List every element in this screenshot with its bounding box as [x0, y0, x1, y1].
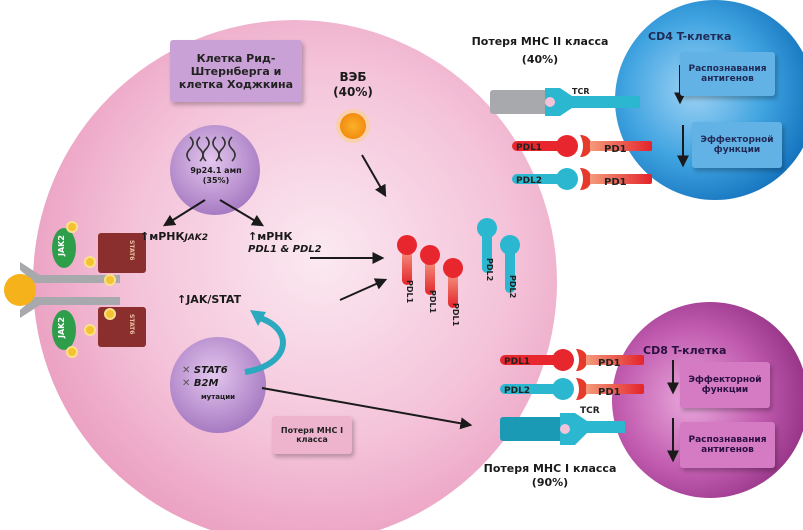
mutation-b2m: ✕ B2M	[182, 378, 254, 391]
cd4-step-antigen-box: Распознавания антигенов	[680, 52, 775, 96]
mhc1-loss-box: Потеря MHC I класса	[272, 416, 352, 454]
cd4-step2-line1: Эффекторной	[700, 135, 774, 145]
free-pdl1-label-3: PDL1	[451, 303, 460, 327]
hrs-title-line-3: клетка Ходжкина	[178, 77, 294, 91]
cd8-step2-line1: Распознавания	[688, 435, 767, 445]
ebv-percent: (40%)	[333, 85, 373, 99]
cd8-step1-line2: функции	[701, 385, 749, 395]
mhc1-box-line-2: класса	[296, 435, 328, 444]
cd8-title: CD8 T-клетка	[643, 344, 727, 357]
cd4-step1-line1: Распознавания	[688, 64, 767, 74]
cd8-pd1-label-2: PD1	[598, 387, 621, 398]
cd4-mhc-loss-group: Потеря MHC II класса (40%)	[460, 35, 620, 67]
cd8-step2-line2: антигенов	[701, 445, 754, 455]
jak2-top-label: JAK2	[57, 235, 66, 257]
free-pdl2-group	[477, 218, 520, 293]
free-pdl1-label-1: PDL1	[405, 280, 414, 304]
cd8-pdl2-label: PDL2	[504, 386, 530, 396]
arrow-to-pdl-mrna	[219, 199, 265, 227]
cd4-pd1-label-2: PD1	[604, 177, 627, 188]
hrs-title-line-2: Штернберга и	[190, 64, 282, 78]
cd8-step1-line1: Эффекторной	[688, 375, 762, 385]
amplification-percent: (35%)	[202, 176, 230, 185]
mutation-gene-1: STAT6	[193, 365, 228, 376]
cd8-tcr-label: TCR	[580, 406, 600, 416]
arrow-to-jak2-mrna	[162, 199, 206, 227]
cd8-step-antigen-box: Распознавания антигенов	[680, 422, 775, 468]
jak2-top-icon	[52, 228, 76, 268]
mrna-jak2-gene: JAK2	[184, 233, 209, 243]
cytokine-receptor	[4, 262, 120, 318]
dna-icon	[186, 136, 236, 162]
cross-icon-1: ✕	[182, 365, 191, 376]
hrs-cell	[33, 20, 557, 530]
cd4-step-effector-box: Эффекторной функции	[692, 122, 782, 168]
mrna-jak2-prefix: ↑мРНК	[140, 230, 185, 243]
cd4-pdl2-label: PDL2	[516, 176, 542, 186]
amplification-bubble	[170, 125, 260, 215]
amplification-label: 9p24.1 амп	[190, 166, 242, 175]
cross-icon-2: ✕	[182, 377, 191, 389]
cd4-step1-line2: антигенов	[701, 74, 754, 84]
ebv-virus-icon	[336, 109, 370, 143]
stat-top-label: STAT6	[128, 240, 135, 260]
jak-stat-label: ↑JAK/STAT	[177, 293, 242, 306]
free-pdl2-label-1: PDL2	[485, 258, 494, 281]
cd8-step-effector-box: Эффекторной функции	[680, 362, 770, 408]
cd4-tcr-complex	[490, 88, 640, 116]
cd4-pd1-label-1: PD1	[604, 144, 627, 155]
cd4-pdl1-label: PDL1	[516, 143, 542, 153]
ebv-label-group: ВЭБ (40%)	[325, 70, 381, 100]
cd4-tcr-label: TCR	[572, 87, 590, 96]
cd8-pdl1-pd1	[500, 349, 644, 371]
free-pdl2-label-2: PDL2	[508, 275, 517, 298]
mrna-jak2-label: ↑мРНКJAK2	[140, 230, 208, 244]
hrs-title-line-1: Клетка Рид-	[196, 51, 276, 65]
mrna-pdl-label: ↑мРНК PDL1 & PDL2	[248, 230, 322, 256]
arrow-jakstat-to-pdl	[339, 278, 388, 301]
mutations-label-group: ✕ STAT6 ✕ B2M мутации	[182, 365, 254, 402]
arrow-ebv-to-pdl	[361, 154, 387, 198]
mutation-stat6: ✕ STAT6	[182, 365, 254, 378]
jak2-bottom-label: JAK2	[57, 317, 66, 339]
jak2-bottom-icon	[52, 310, 76, 350]
free-pdl1-label-2: PDL1	[428, 290, 437, 314]
cd4-pdl2-pd1	[512, 168, 652, 190]
cd8-pd1-label-1: PD1	[598, 358, 621, 369]
curved-arrow-head	[250, 310, 266, 326]
mhc1-box-line-1: Потеря MHC I	[280, 426, 344, 435]
stat-top-box	[98, 233, 146, 273]
mutations-label: мутации	[200, 393, 236, 401]
amplification-label-group: 9p24.1 амп (35%)	[180, 166, 252, 186]
cd4-mhc-loss-percent: (40%)	[521, 52, 559, 66]
cd8-mhc-loss-label: Потеря MHC I класса	[483, 462, 617, 475]
free-pdl1-group	[397, 235, 463, 308]
cd8-mhc-loss-group: Потеря MHC I класса (90%)	[470, 462, 630, 490]
mrna-pdl-prefix: ↑мРНК	[248, 230, 293, 243]
cd4-pdl1-pd1	[512, 135, 652, 157]
stat-bottom-label: STAT6	[128, 314, 135, 334]
cd4-title: CD4 T-клетка	[648, 30, 732, 43]
curved-arrow-stat6	[244, 315, 286, 375]
arrow-to-mhc1-loss	[261, 387, 473, 430]
cd8-mhc-loss-percent: (90%)	[531, 475, 569, 489]
cd4-step2-line2: функции	[713, 145, 761, 155]
mutation-bubble	[170, 337, 266, 433]
cytokine-ligand-icon	[4, 274, 36, 306]
mrna-pdl-genes: PDL1 & PDL2	[248, 243, 322, 255]
phosphate-icons	[66, 221, 116, 358]
cd4-mhc-loss-label: Потеря MHC II класса	[471, 35, 609, 48]
ebv-label: ВЭБ	[339, 70, 367, 84]
hrs-cell-title-box: Клетка Рид- Штернберга и клетка Ходжкина	[170, 40, 302, 102]
cd8-tcr-complex	[500, 413, 625, 445]
cd8-pdl2-pd1	[500, 378, 644, 400]
mutation-gene-2: B2M	[193, 377, 219, 389]
cd8-pdl1-label: PDL1	[504, 357, 530, 367]
